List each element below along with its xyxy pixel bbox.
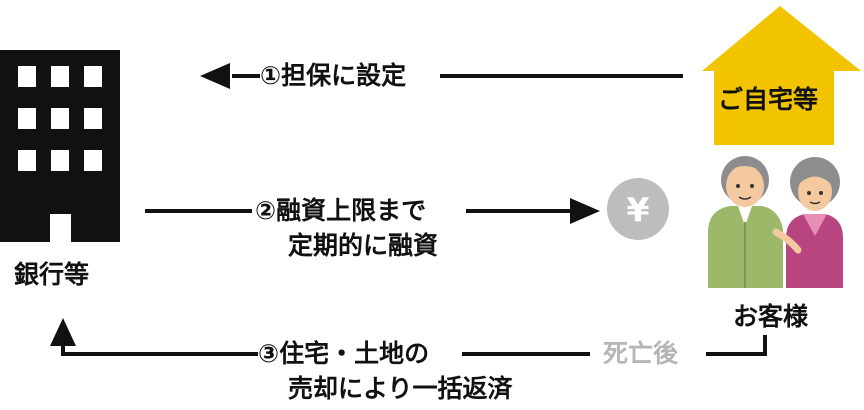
yen-symbol: ¥ — [627, 190, 650, 229]
arrow-step2 — [145, 198, 600, 224]
elderly-couple-icon — [708, 156, 843, 288]
customer-label: お客様 — [733, 302, 809, 331]
step2-label-line2: 定期的に融資 — [288, 231, 439, 260]
house-icon — [702, 6, 861, 145]
step3-label-line1: ③住宅・土地の — [258, 339, 430, 368]
house-label: ご自宅等 — [718, 85, 819, 114]
step2-label-line1: ②融資上限まで — [255, 196, 427, 225]
bank-building-icon — [0, 50, 120, 242]
step3-label-line2: 売却により一括返済 — [288, 374, 513, 403]
bank-label: 銀行等 — [14, 260, 90, 289]
yen-coin-icon: ¥ — [607, 178, 669, 240]
arrow-step1 — [200, 63, 683, 89]
arrow-step3 — [50, 318, 767, 356]
step1-label: ①担保に設定 — [260, 61, 407, 90]
condition-label-after-death: 死亡後 — [603, 339, 679, 368]
